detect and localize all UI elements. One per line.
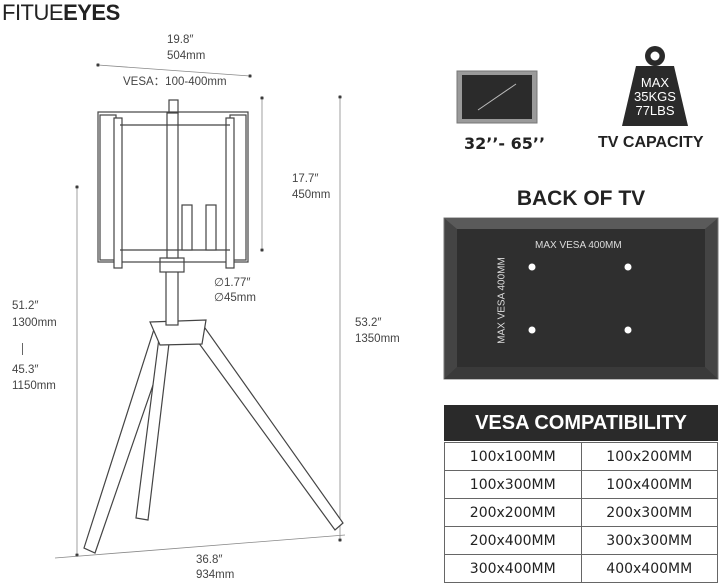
base-dim-line [54, 534, 346, 559]
height-min-inches: 45.3″ [12, 364, 39, 376]
vesa-range: VESA：100-400mm [123, 76, 227, 88]
brand-part-2: EYES [63, 0, 120, 25]
vesa-compatibility-title: VESA COMPATIBILITY [444, 405, 718, 441]
total-height-mm: 1350mm [355, 333, 400, 345]
table-row: 100x300MM 100x400MM [444, 470, 718, 499]
vesa-hole-tl [528, 263, 536, 271]
base-width-inches: 36.8″ [196, 554, 223, 566]
total-height-inches: 53.2″ [355, 317, 382, 329]
leg-hub [149, 319, 207, 346]
table-cell: 100x300MM [444, 470, 582, 499]
center-pole [159, 99, 185, 326]
stand-illustration [54, 63, 346, 559]
table-cell: 200x300MM [580, 498, 718, 527]
table-cell: 400x400MM [580, 554, 718, 583]
weight-icon [622, 46, 688, 126]
frame-height-inches: 17.7″ [292, 173, 319, 185]
table-cell: 300x400MM [444, 554, 582, 583]
table-row: 200x400MM 300x300MM [444, 526, 718, 555]
height-min-mm: 1150mm [12, 380, 56, 392]
vesa-hole-bl [528, 326, 536, 334]
table-cell: 100x200MM [580, 442, 718, 471]
vesa-hole-br [624, 326, 632, 334]
capacity-badge: MAX 35KGS 77LBS [620, 76, 690, 118]
back-of-tv-title: BACK OF TV [516, 187, 646, 210]
vesa-compatibility-table: 100x100MM 100x200MM 100x300MM 100x400MM … [444, 442, 718, 583]
table-cell: 300x300MM [580, 526, 718, 555]
height-max-mm: 1300mm [12, 317, 57, 329]
brand-logo: FITUEEYES [2, 0, 120, 26]
brand-part-1: FITUE [2, 0, 64, 25]
width-mm: 504mm [167, 50, 206, 62]
capacity-lbs: 77LBS [635, 103, 675, 118]
mount-frame [97, 111, 249, 269]
capacity-kgs: 35KGS [634, 89, 676, 104]
table-row: 200x200MM 200x300MM [444, 498, 718, 527]
vesa-hole-tr [624, 263, 632, 271]
table-row: 300x400MM 400x400MM [444, 554, 718, 583]
base-width-mm: 934mm [196, 569, 235, 581]
height-max-inches: 51.2″ [12, 300, 39, 312]
tripod-legs [83, 319, 344, 554]
capacity-max: MAX [640, 75, 670, 90]
table-row: 100x100MM 100x200MM [444, 442, 718, 471]
pole-diameter-inches: ∅1.77″ [214, 277, 251, 289]
table-cell: 200x200MM [444, 498, 582, 527]
vesa-horizontal-label: MAX VESA 400MM [535, 240, 622, 251]
table-cell: 100x100MM [444, 442, 582, 471]
table-cell: 200x400MM [444, 526, 582, 555]
height-separator [22, 343, 23, 355]
capacity-label: TV CAPACITY [598, 134, 704, 151]
pole-diameter-mm: ∅45mm [214, 292, 256, 304]
right-leg [197, 326, 344, 531]
back-of-tv-diagram [443, 217, 719, 380]
frame-height-mm: 450mm [292, 189, 331, 201]
width-inches: 19.8″ [167, 34, 194, 46]
table-cell: 100x400MM [580, 470, 718, 499]
tv-screen-icon [456, 70, 538, 124]
width-dim-line [97, 64, 251, 77]
tv-size-range: 32’’- 65’’ [464, 134, 546, 153]
vesa-vertical-label: MAX VESA 400MM [496, 257, 508, 344]
